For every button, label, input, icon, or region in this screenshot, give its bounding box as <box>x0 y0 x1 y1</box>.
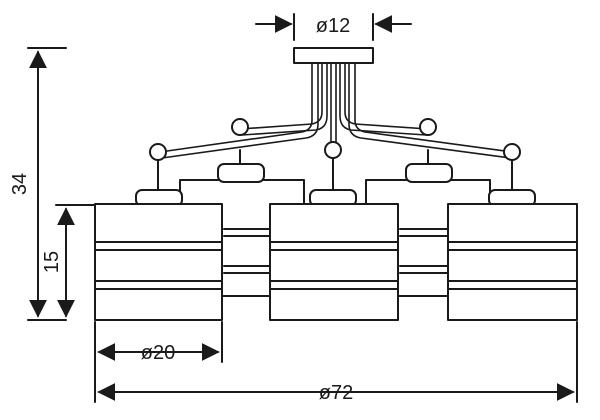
dim-shade-height <box>55 204 95 318</box>
label-shade-height: 15 <box>41 251 63 273</box>
shade-front-left <box>94 143 223 321</box>
label-mount-diameter: ø12 <box>316 15 350 37</box>
label-height-total: 34 <box>9 173 31 195</box>
label-overall-diameter: ø72 <box>319 382 353 404</box>
ceiling-canopy <box>293 47 374 64</box>
shade-front-right <box>447 143 578 321</box>
dim-shade-diameter <box>94 321 223 363</box>
dim-overall-diameter <box>94 321 578 403</box>
shade-front-center <box>269 141 399 321</box>
label-shade-diameter: ø20 <box>141 342 175 364</box>
dim-mount-diameter <box>255 13 412 41</box>
dim-height-total <box>27 47 67 321</box>
arm-rods <box>159 62 513 159</box>
